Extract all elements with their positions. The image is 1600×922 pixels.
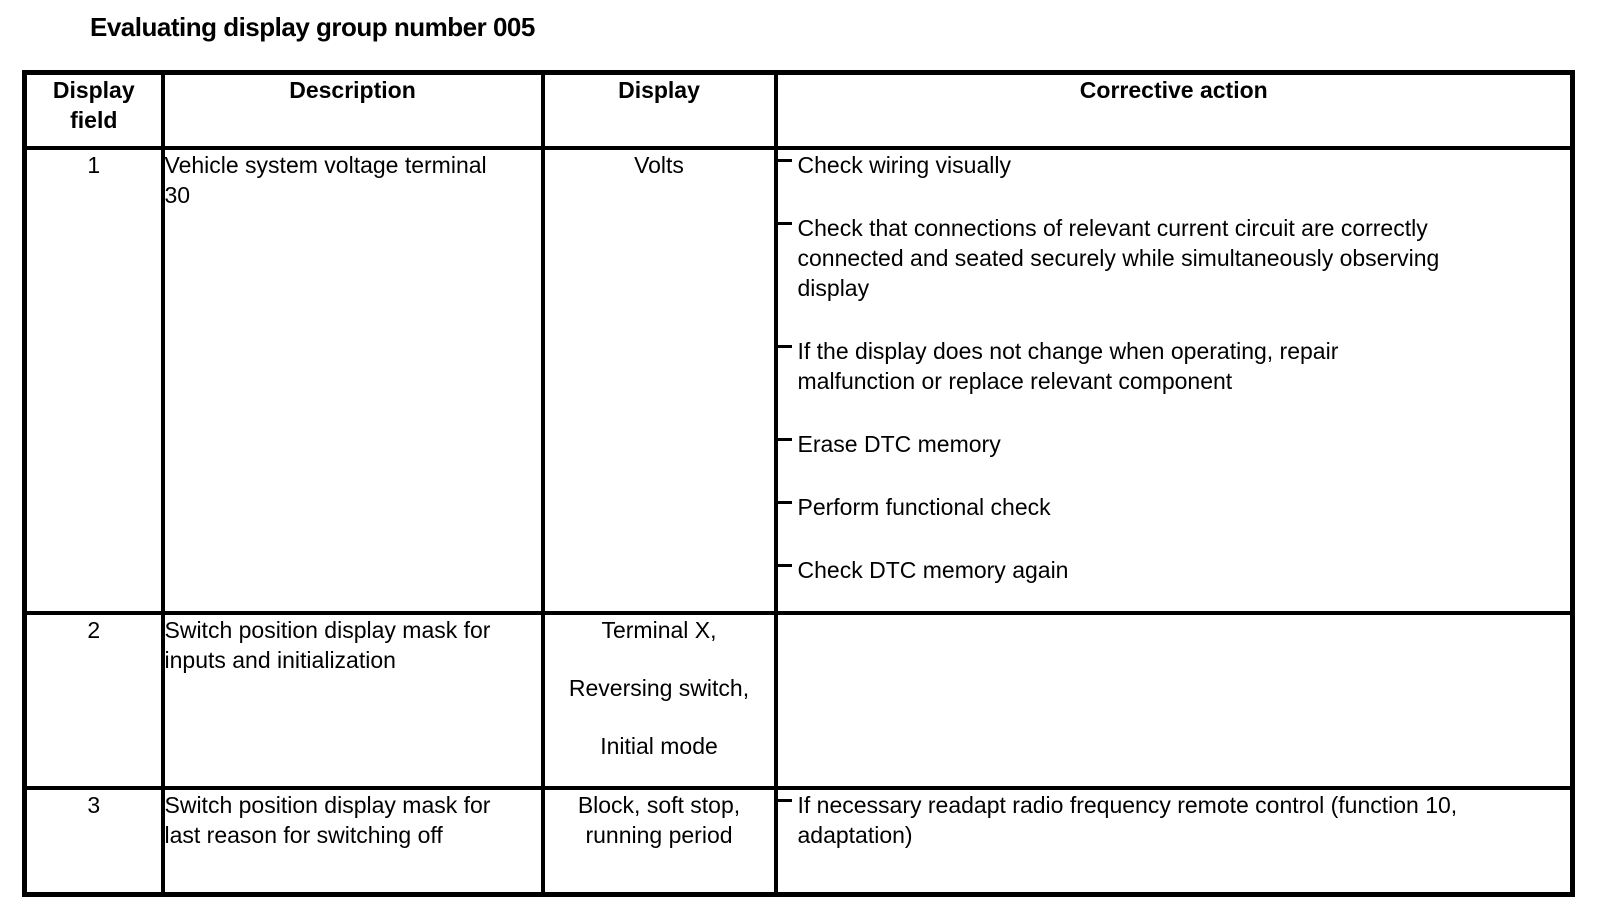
description-cell: Switch position display mask for inputs … [160, 610, 545, 790]
header-display-field: Display field [22, 70, 165, 150]
action-text: If necessary readapt radio frequency rem… [797, 791, 1458, 848]
header-corrective-action-label: Corrective action [1079, 77, 1268, 104]
corrective-action-cell: Check wiring visually Check that connect… [773, 145, 1575, 615]
display-value: Reversing switch, [568, 674, 750, 701]
header-corrective-action: Corrective action [773, 70, 1575, 150]
dash-bullet-icon [779, 500, 792, 504]
header-display-label: Display [618, 77, 700, 104]
description-text: Switch position display mask for inputs … [164, 616, 491, 673]
table-row: 1 Vehicle system voltage terminal 30 Vol… [22, 145, 1575, 615]
evaluation-table: Display field Description Display Correc… [22, 70, 1575, 897]
action-text: Erase DTC memory [797, 430, 1001, 457]
action-item: Check wiring visually [779, 151, 1568, 180]
table-row: 3 Switch position display mask for last … [22, 785, 1575, 897]
action-text: If the display does not change when oper… [797, 337, 1339, 394]
dash-bullet-icon [779, 563, 792, 567]
header-display: Display [540, 70, 778, 150]
display-value: Block, soft stop, running period [577, 791, 741, 848]
display-field-number: 2 [22, 610, 165, 790]
page-title: Evaluating display group number 005 [90, 12, 535, 42]
header-description-label: Description [289, 77, 416, 104]
action-item: Check that connections of relevant curre… [779, 213, 1568, 303]
dash-bullet-icon [779, 437, 792, 441]
action-item: Perform functional check [779, 492, 1568, 522]
dash-bullet-icon [779, 344, 792, 348]
description-cell: Vehicle system voltage terminal 30 [160, 145, 545, 615]
action-text: Perform functional check [797, 493, 1051, 520]
table-header-row: Display field Description Display Correc… [22, 70, 1575, 150]
header-display-field-label: Display field [52, 77, 135, 134]
display-value: Volts [634, 151, 684, 178]
action-text: Check that connections of relevant curre… [797, 214, 1440, 301]
description-text: Vehicle system voltage terminal 30 [164, 151, 487, 208]
action-item: If the display does not change when oper… [779, 336, 1568, 396]
dash-bullet-icon [779, 798, 792, 802]
action-text: Check DTC memory again [797, 556, 1069, 583]
display-cell: Terminal X, Reversing switch, Initial mo… [540, 610, 778, 790]
display-field-number: 1 [22, 145, 165, 615]
action-item: Check DTC memory again [779, 555, 1568, 585]
dash-bullet-icon [779, 158, 792, 162]
action-item: If necessary readapt radio frequency rem… [779, 791, 1568, 850]
display-cell: Volts [540, 145, 778, 615]
display-field-number: 3 [22, 785, 165, 897]
description-cell: Switch position display mask for last re… [160, 785, 545, 897]
display-cell: Block, soft stop, running period [540, 785, 778, 897]
table-row: 2 Switch position display mask for input… [22, 610, 1575, 790]
corrective-action-cell: If necessary readapt radio frequency rem… [773, 785, 1575, 897]
corrective-action-cell [773, 610, 1575, 790]
dash-bullet-icon [779, 221, 792, 225]
display-value: Terminal X, [601, 616, 717, 643]
display-value: Initial mode [600, 732, 718, 759]
action-text: Check wiring visually [797, 151, 1011, 178]
action-item: Erase DTC memory [779, 429, 1568, 459]
header-description: Description [160, 70, 545, 150]
description-text: Switch position display mask for last re… [164, 791, 491, 848]
